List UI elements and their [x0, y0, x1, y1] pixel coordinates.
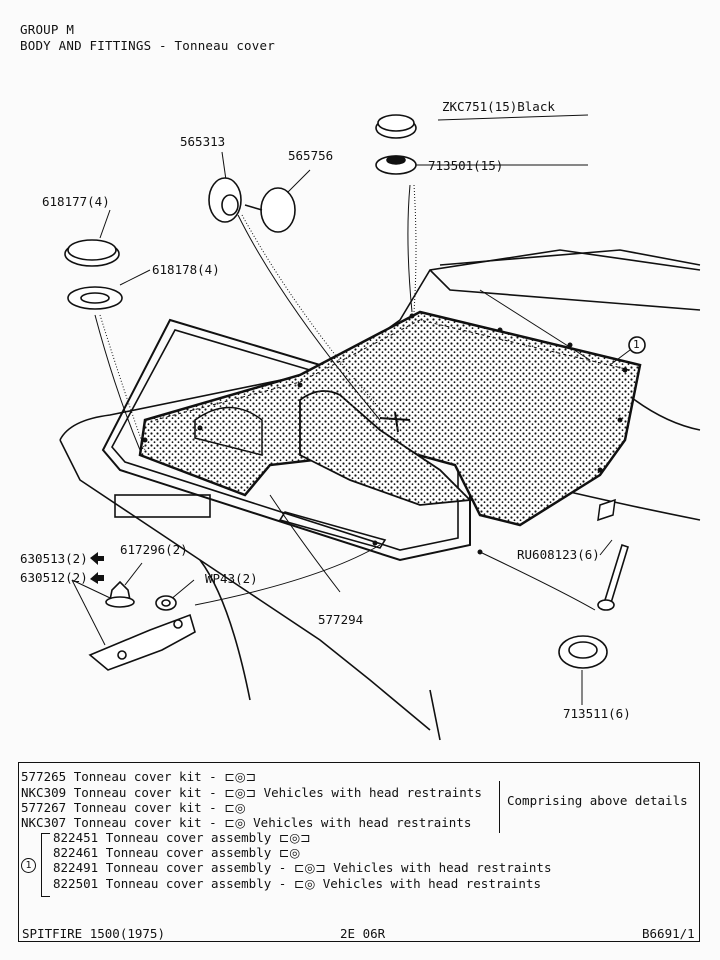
tonneau-cover-diagram: [59, 114, 701, 741]
car-body-outline: [59, 249, 701, 441]
kit-row: NKC307 Tonneau cover kit - ⊏◎ Vehicles w…: [21, 815, 472, 830]
label-577294: 577294: [318, 612, 364, 627]
label-ref-1: 1: [633, 338, 640, 351]
label-618177: 618177(4): [42, 194, 110, 209]
button-565756-icon: [260, 187, 296, 233]
ref-marker-icon: [628, 336, 646, 354]
assembly-row: 822451 Tonneau cover assembly ⊏◎⊐: [53, 830, 311, 845]
comprising-note: Comprising above details: [507, 793, 688, 808]
group-title: GROUP M: [20, 22, 75, 37]
label-630513: 630513(2): [20, 551, 88, 566]
label-630512: 630512(2): [20, 570, 88, 585]
left-arrow-icon: [90, 572, 104, 584]
assembly-row: 822501 Tonneau cover assembly - ⊏◎ Vehic…: [53, 876, 542, 891]
parts-table: 577265 Tonneau cover kit - ⊏◎⊐ NKC309 To…: [18, 762, 700, 942]
label-zkc751: ZKC751(15)Black: [442, 99, 555, 114]
section-title: BODY AND FITTINGS - Tonneau cover: [20, 38, 275, 53]
label-ru608123: RU608123(6): [517, 547, 600, 562]
kit-row: 577267 Tonneau cover kit - ⊏◎: [21, 800, 246, 815]
label-713511: 713511(6): [563, 706, 631, 721]
assembly-row: 822491 Tonneau cover assembly - ⊏◎⊐ Vehi…: [53, 860, 552, 875]
footer-model: SPITFIRE 1500(1975): [22, 926, 165, 941]
footer-fiche: 2E 06R: [340, 926, 386, 941]
rivet-ru608123-icon: [604, 543, 629, 605]
label-565756: 565756: [288, 148, 334, 163]
assembly-row: 822461 Tonneau cover assembly ⊏◎: [53, 845, 301, 860]
assembly-ref-marker: 1: [21, 858, 36, 873]
windscreen-frame: [101, 318, 471, 562]
kit-row: NKC309 Tonneau cover kit - ⊏◎⊐ Vehicles …: [21, 785, 482, 800]
footer-ref: B6691/1: [642, 926, 695, 941]
right-arrow-icon: [90, 552, 104, 565]
label-618178: 618178(4): [152, 262, 220, 277]
kit-row: 577265 Tonneau cover kit - ⊏◎⊐: [21, 769, 257, 784]
bracket-icon: [88, 613, 196, 671]
label-wp43: WP43(2): [205, 571, 258, 586]
label-713501: 713501(15): [428, 158, 504, 173]
label-617296: 617296(2): [120, 542, 188, 557]
label-565313: 565313: [180, 134, 226, 149]
